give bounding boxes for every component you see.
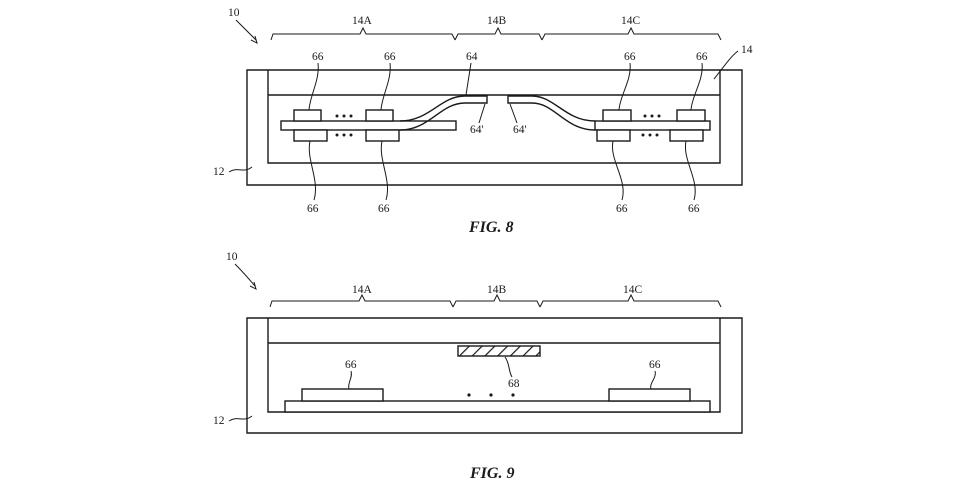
fig8-component-top-label-2: 66: [384, 51, 396, 63]
figure-8: 10 14A 14B 14C 12 14: [213, 7, 753, 236]
figure-9: 10 14A 14B 14C 12 68 66 66 FIG. 9: [213, 251, 743, 482]
fig8-component-bottom-leader-1: [308, 140, 316, 201]
fig8-flex-leader: [465, 62, 472, 96]
fig8-brace-14a: [270, 26, 456, 41]
fig8-region-a-label: 14A: [352, 15, 373, 27]
fig9-caption: FIG. 9: [469, 465, 514, 482]
fig8-housing: [246, 69, 743, 186]
fig8-flex-right: [507, 95, 596, 131]
fig8-display-label: 14: [741, 44, 753, 56]
fig9-device-leader: [234, 263, 256, 287]
fig8-component-top-label-3: 66: [624, 51, 636, 63]
fig8-component-top-label-4: 66: [696, 51, 708, 63]
fig8-flex-end-right-label: 64': [513, 124, 527, 136]
fig8-left-board: [280, 120, 457, 131]
fig8-right-top-component-2: [676, 109, 706, 122]
fig9-brace-14b: [452, 293, 541, 308]
fig9-housing-leader: [228, 415, 253, 422]
fig8-right-bottom-ellipsis: [641, 133, 659, 137]
fig9-device-label: 10: [226, 251, 238, 263]
fig8-caption: FIG. 8: [468, 219, 513, 236]
fig9-right-component: [608, 388, 691, 402]
fig9-left-component: [301, 388, 384, 402]
fig9-region-a-label: 14A: [352, 284, 373, 296]
fig8-housing-cavity: [267, 70, 721, 164]
fig9-component-left-label: 66: [345, 359, 357, 371]
fig8-device-label: 10: [228, 7, 240, 19]
fig8-housing-leader: [228, 166, 253, 173]
fig9-brace-14a: [269, 293, 454, 308]
fig8-left-bottom-ellipsis: [335, 133, 353, 137]
fig8-brace-14c: [541, 26, 722, 41]
fig8-component-bottom-label-2: 66: [378, 203, 390, 215]
fig8-right-bottom-component-1: [596, 129, 631, 142]
fig8-flex-label: 64: [466, 51, 478, 63]
fig9-region-b-label: 14B: [487, 284, 507, 296]
fig8-left-top-component-1: [293, 109, 322, 122]
fig9-component-right-label: 66: [649, 359, 661, 371]
fig8-region-c-label: 14C: [621, 15, 641, 27]
fig8-device-leader: [235, 19, 257, 41]
fig8-component-bottom-leader-3: [611, 140, 624, 201]
fig8-region-b-label: 14B: [487, 15, 507, 27]
fig8-left-top-component-2: [365, 109, 394, 122]
fig8-flex-end-left-leader: [478, 103, 486, 124]
fig8-right-top-ellipsis: [643, 114, 661, 118]
fig8-device-arrowhead: [250, 35, 258, 44]
fig9-hatched-leader: [504, 356, 513, 378]
fig9-board: [284, 400, 711, 413]
fig8-left-top-ellipsis: [335, 114, 353, 118]
fig9-component-right-leader: [650, 370, 656, 390]
fig8-component-top-leader-1: [308, 62, 319, 111]
fig8-component-bottom-leader-4: [684, 140, 696, 201]
fig9-component-left-leader: [348, 370, 352, 390]
fig9-device-arrowhead: [249, 281, 257, 290]
fig9-ellipsis: [467, 393, 515, 397]
fig8-display-leader: [713, 50, 739, 80]
fig8-component-bottom-leader-2: [380, 140, 388, 201]
fig8-brace-14b: [454, 26, 543, 41]
fig8-component-top-leader-2: [380, 62, 391, 111]
fig8-right-board: [594, 120, 711, 131]
fig9-region-c-label: 14C: [623, 284, 643, 296]
fig8-right-top-component-1: [602, 109, 632, 122]
fig8-component-top-leader-4: [690, 62, 703, 111]
fig8-flex-end-left-label: 64': [470, 124, 484, 136]
fig8-left-bottom-component-1: [293, 129, 328, 142]
fig8-flex-left: [399, 95, 488, 131]
fig8-housing-label: 12: [213, 166, 225, 178]
fig9-hatched-label: 68: [508, 378, 520, 390]
fig8-component-top-label-1: 66: [312, 51, 324, 63]
fig8-component-bottom-label-3: 66: [616, 203, 628, 215]
fig9-brace-14c: [539, 293, 722, 308]
fig9-housing: [246, 317, 743, 434]
fig8-right-bottom-component-2: [669, 129, 704, 142]
fig8-left-bottom-component-2: [365, 129, 400, 142]
fig9-hatched-element: [457, 345, 541, 357]
fig9-housing-label: 12: [213, 415, 225, 427]
fig8-component-top-leader-3: [618, 62, 631, 111]
fig8-component-bottom-label-4: 66: [688, 203, 700, 215]
fig8-flex-end-right-leader: [509, 103, 518, 124]
fig8-component-bottom-label-1: 66: [307, 203, 319, 215]
